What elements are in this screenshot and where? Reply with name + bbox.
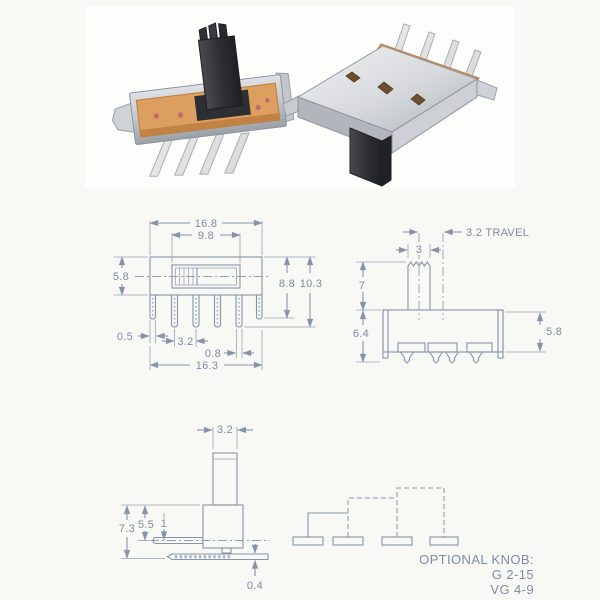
svg-text:16.8: 16.8 (195, 218, 218, 230)
schematic-link-dashed-2 (396, 487, 445, 537)
right-switch-cover-side (391, 78, 478, 154)
svg-text:0.5: 0.5 (117, 331, 133, 343)
left-switch-ear-left (112, 102, 137, 134)
svg-text:3: 3 (416, 244, 422, 256)
front-dim-bracket-pin-width: 0.5 (117, 320, 168, 343)
svg-text:16.3: 16.3 (196, 360, 219, 372)
front-body (149, 256, 263, 296)
schematic-pad-1 (292, 536, 324, 546)
front-knob-hatch (179, 268, 198, 285)
svg-text:3.2 TRAVEL: 3.2 TRAVEL (466, 227, 529, 239)
right-switch-knob (349, 127, 392, 187)
side-dim-knob-width: 3 (396, 244, 441, 258)
profile-dim-body-height: 5.5 (134, 505, 156, 541)
svg-text:5.8: 5.8 (546, 326, 562, 338)
front-dim-body-height: 5.8 (108, 256, 148, 296)
front-dim-pin-width: 0.8 (205, 329, 254, 360)
profile-pin-upper (152, 536, 203, 545)
schematic-pad-4 (429, 536, 459, 546)
optional-knob-title: OPTIONAL KNOB: (419, 552, 534, 567)
profile-pin-lower (166, 553, 269, 561)
side-dim-travel: 3.2 TRAVEL (403, 227, 529, 239)
profile-body (202, 504, 244, 549)
side-flange-right (497, 309, 504, 359)
front-dim-window-width: 9.8 (171, 230, 241, 263)
svg-text:3.2: 3.2 (217, 424, 233, 436)
side-knob (407, 261, 431, 310)
svg-text:5.5: 5.5 (138, 519, 154, 531)
front-dim-width-bottom: 16.3 (149, 330, 263, 372)
svg-text:1: 1 (161, 518, 167, 530)
svg-text:9.8: 9.8 (198, 230, 214, 242)
profile-view: 3.2 7.3 5.5 1 0.4 (114, 423, 270, 592)
side-terminals (397, 342, 493, 364)
optional-knob-line2: VG 4-9 (490, 582, 534, 597)
schematic-diagram: OPTIONAL KNOB: G 2-15 VG 4-9 (292, 487, 534, 597)
schematic-link-dashed-1 (347, 497, 397, 537)
profile-dim-pin-thickness: 0.4 (247, 544, 263, 592)
left-switch (112, 22, 295, 177)
profile-dim-knob-width: 3.2 (197, 423, 253, 449)
front-dim-total-height: 10.3 (244, 256, 325, 328)
side-flange-left (382, 309, 389, 359)
schematic-pad-2 (332, 536, 364, 546)
optional-knob-note: OPTIONAL KNOB: G 2-15 VG 4-9 (419, 552, 534, 597)
side-dim-knob-height: 7 (356, 261, 406, 311)
side-dim-body-height: 5.8 (505, 311, 562, 353)
profile-dim-total-height: 7.3 (114, 504, 200, 559)
left-switch-knob (197, 22, 244, 111)
side-body (382, 309, 504, 353)
svg-text:0.8: 0.8 (205, 348, 221, 360)
right-switch-slots (345, 71, 426, 106)
schematic-pad-3 (381, 536, 413, 546)
left-switch-base-edge (139, 113, 280, 138)
svg-text:5.8: 5.8 (113, 271, 129, 283)
profile-knob (212, 452, 238, 506)
right-switch (282, 23, 498, 187)
svg-text:7.3: 7.3 (119, 523, 135, 535)
svg-text:8.8: 8.8 (279, 278, 295, 290)
product-photo (85, 6, 515, 188)
svg-text:0.4: 0.4 (247, 580, 263, 592)
profile-dim-pin-offset: 1 (161, 513, 168, 541)
side-dim-height-to-terminals: 6.4 (349, 310, 380, 363)
front-dim-pin-pitch: 3.2 (162, 329, 208, 348)
svg-text:6.4: 6.4 (353, 328, 369, 340)
front-pins (149, 295, 263, 328)
svg-text:7: 7 (359, 280, 365, 292)
schematic-link-solid (307, 512, 348, 537)
front-view: 16.8 9.8 5.8 8.8 (108, 218, 325, 372)
svg-text:10.3: 10.3 (300, 278, 323, 290)
optional-knob-line1: G 2-15 (492, 567, 534, 582)
profile-body-tab (221, 547, 232, 554)
left-switch-rivets (153, 98, 270, 119)
front-dim-width-top: 16.8 (149, 218, 263, 255)
side-view: 3.2 TRAVEL 3 7 6.4 (349, 227, 562, 364)
svg-text:3.2: 3.2 (177, 336, 193, 348)
left-switch-pins (148, 132, 250, 177)
